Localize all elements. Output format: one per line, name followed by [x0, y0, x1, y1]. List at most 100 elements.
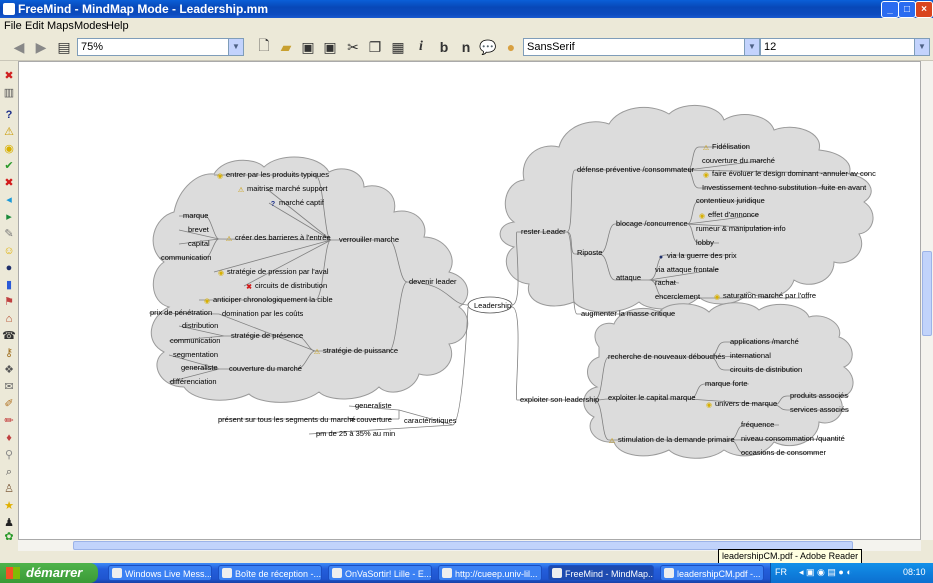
back-arrow-icon[interactable]: ◀: [13, 38, 25, 55]
node-domination-couts[interactable]: domination par les coûts: [222, 309, 304, 318]
bulb-icon[interactable]: ◉: [4, 143, 14, 155]
node-marche-captif[interactable]: ?marché captif: [269, 198, 324, 209]
minimize-button[interactable]: _: [881, 1, 899, 18]
title-bar[interactable]: FreeMind - MindMap Mode - Leadership.mm …: [0, 0, 933, 18]
node-stimulation[interactable]: ⚠stimulation de la demande primaire: [608, 435, 735, 446]
node-services-associes[interactable]: services associés: [790, 405, 849, 414]
node-saturation[interactable]: ◉saturation marché par l'offre: [713, 291, 816, 302]
normal-button[interactable]: n: [461, 39, 471, 55]
node-differenciation[interactable]: différenciation: [170, 377, 217, 386]
node-couverture-marche[interactable]: couverture du marché: [229, 364, 302, 373]
node-generaliste-2[interactable]: generaliste: [355, 401, 392, 410]
color-palette-icon[interactable]: ●: [506, 39, 516, 55]
save-as-icon[interactable]: ▣: [323, 38, 337, 55]
node-pression-aval[interactable]: ◉stratégie de pression par l'aval: [217, 267, 329, 278]
node-entrer-produits[interactable]: ◉entrer par les produits typiques: [216, 170, 329, 181]
arrow-left-icon[interactable]: ◂: [6, 194, 12, 206]
forward-arrow-icon[interactable]: ▶: [35, 38, 47, 55]
menu-maps[interactable]: Maps: [47, 20, 74, 32]
magnifier-icon[interactable]: ⌕: [5, 466, 13, 478]
task-windows-live[interactable]: Windows Live Mess...: [108, 565, 212, 581]
node-guerre-prix[interactable]: ●via la guerre des prix: [657, 251, 737, 262]
warning-icon[interactable]: ⚠: [4, 126, 14, 138]
task-boite-reception[interactable]: Boîte de réception -...: [218, 565, 322, 581]
node-attaque-frontale[interactable]: via attaque frontale: [655, 265, 719, 274]
pen-icon[interactable]: ✐: [4, 398, 14, 410]
node-niveau-consommation[interactable]: niveau consommation /quantité: [741, 434, 845, 443]
task-adobe-reader[interactable]: leadershipCM.pdf -...: [660, 565, 764, 581]
node-nouveaux-debouches[interactable]: recherche de nouveaux débouchés: [608, 352, 726, 361]
horizontal-scrollbar[interactable]: [18, 540, 921, 551]
menu-file[interactable]: File: [4, 20, 22, 32]
gear-icon[interactable]: ✿: [4, 531, 14, 543]
check-icon[interactable]: ✔: [4, 160, 14, 172]
node-brevet[interactable]: brevet: [188, 225, 209, 234]
person-icon[interactable]: ♙: [4, 483, 14, 495]
mail-icon[interactable]: ✉: [4, 381, 14, 393]
node-egal-couverture[interactable]: = couverture: [350, 415, 392, 424]
open-folder-icon[interactable]: ▰: [280, 38, 292, 55]
node-applications[interactable]: applications /marché: [730, 337, 799, 346]
tray-icons[interactable]: ◂ ▣ ◉ ▤ ● ◐: [799, 567, 852, 577]
node-devenir-leader[interactable]: devenir leader: [409, 277, 457, 286]
new-map-icon[interactable]: 🗋: [258, 37, 270, 53]
node-rumeur[interactable]: rumeur & manipulation info: [696, 224, 786, 233]
smiley-icon[interactable]: ☺: [3, 245, 15, 257]
bomb-icon[interactable]: ●: [5, 262, 13, 274]
bold-button[interactable]: b: [439, 39, 449, 55]
chevron-down-icon[interactable]: ▼: [228, 39, 243, 55]
task-onvasortir[interactable]: OnVaSortir! Lille - E...: [328, 565, 432, 581]
wand-icon[interactable]: ⚲: [4, 449, 14, 461]
node-communication[interactable]: communication: [161, 253, 212, 262]
task-freemind[interactable]: FreeMind - MindMap...: [548, 565, 654, 581]
node-circuits-distribution[interactable]: ✖circuits de distribution: [245, 281, 327, 292]
close-button[interactable]: ×: [915, 1, 933, 18]
copy-icon[interactable]: ❐: [368, 38, 382, 55]
speech-bubble-icon[interactable]: 💬: [479, 38, 497, 55]
phone-icon[interactable]: ☎: [2, 330, 16, 342]
cut-icon[interactable]: ✂: [347, 38, 359, 55]
save-icon[interactable]: ▣: [301, 38, 315, 55]
node-marque[interactable]: marque: [183, 211, 209, 220]
home-icon[interactable]: ⌂: [5, 313, 13, 325]
node-univers-marque[interactable]: ◉univers de marque: [705, 399, 777, 410]
key-icon[interactable]: ⚷: [4, 347, 14, 359]
menu-edit[interactable]: Edit: [25, 20, 44, 32]
italic-button[interactable]: i: [419, 39, 423, 54]
vertical-scrollbar[interactable]: [921, 61, 933, 540]
node-strategie-puissance[interactable]: ⚠stratégie de puissance: [313, 346, 398, 357]
mindmap-canvas[interactable]: Leadership devenir leader verrouiller ma…: [18, 61, 921, 540]
node-distribution[interactable]: distribution: [182, 321, 219, 330]
node-present-segments[interactable]: présent sur tous les segments du marché: [218, 415, 356, 424]
node-effet-annonce[interactable]: ◉effet d'annonce: [698, 210, 759, 221]
node-international[interactable]: international: [730, 351, 771, 360]
node-defense-preventive[interactable]: défense préventive /consommateur: [577, 165, 695, 174]
node-produits-associes[interactable]: produits associés: [790, 391, 848, 400]
font-size-select[interactable]: 12 ▼: [760, 38, 930, 56]
zoom-select[interactable]: 75% ▼: [77, 38, 244, 56]
node-masse-critique[interactable]: augmenter la masse critique: [581, 309, 676, 318]
book-icon[interactable]: ▮: [5, 279, 13, 291]
flag-icon[interactable]: ⚑: [4, 296, 14, 308]
node-rachat[interactable]: rachat: [655, 278, 676, 287]
node-frequence[interactable]: fréquence: [741, 420, 775, 429]
paste-icon[interactable]: ▦: [391, 38, 405, 55]
bell-icon[interactable]: ♦: [6, 432, 12, 444]
flash-icon[interactable]: ❖: [4, 364, 14, 376]
node-verrouiller-marche[interactable]: verrouiller marche: [339, 235, 400, 244]
node-investissement-techno[interactable]: Investissement techno substitution -fuit…: [702, 183, 867, 192]
node-capital-marque[interactable]: exploiter le capital marque: [608, 393, 696, 402]
node-rester-leader[interactable]: rester Leader: [521, 227, 566, 236]
pencil-icon[interactable]: ✏: [4, 415, 14, 427]
node-blocage[interactable]: blocage /concurrence: [616, 219, 688, 228]
node-generaliste[interactable]: generaliste: [181, 363, 218, 372]
node-pm-25-35[interactable]: pm de 25 à 35% au min: [316, 429, 396, 438]
language-indicator[interactable]: FR: [775, 567, 787, 577]
node-caracteristiques[interactable]: caractéristiques: [404, 416, 457, 425]
node-circuits-distribution-2[interactable]: circuits de distribution: [730, 365, 803, 374]
menu-modes[interactable]: Modes: [74, 20, 108, 32]
node-segmentation[interactable]: segmentation: [173, 350, 219, 359]
node-barrieres[interactable]: ⚠créer des barrieres à l'entrée: [225, 233, 331, 244]
maximize-button[interactable]: □: [898, 1, 916, 18]
star-icon[interactable]: ★: [4, 500, 14, 512]
